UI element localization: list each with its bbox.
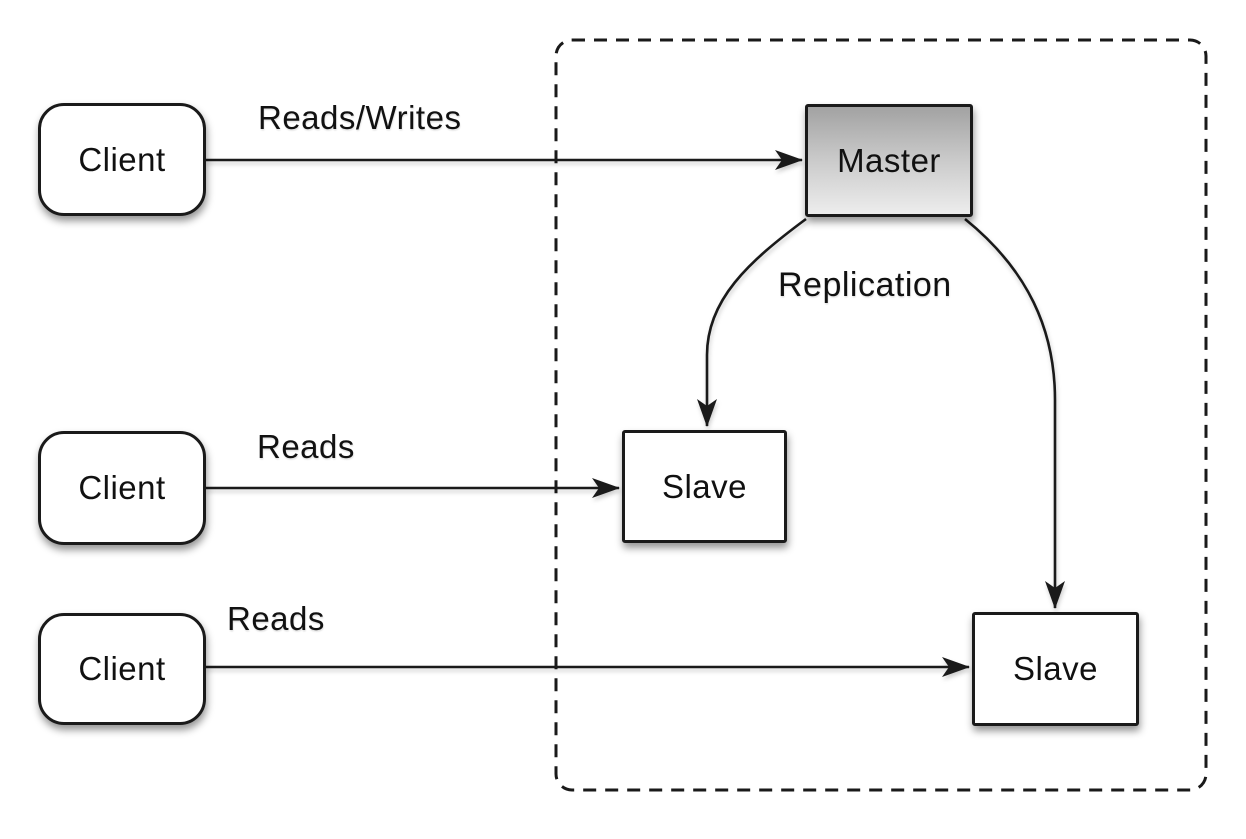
node-slave-1: Slave [622,430,787,543]
node-client-3: Client [38,613,206,725]
edge-master-to-slave2 [964,217,1065,609]
replication-boundary [554,38,1208,792]
edge-label-reads-slave1: Reads [257,428,355,465]
node-client-2: Client [38,431,206,545]
node-client-1: Client [38,103,206,216]
edge-label-reads-slave2: Reads [227,600,325,637]
node-slave-2: Slave [972,612,1139,726]
node-master: Master [805,104,973,217]
edge-master-to-slave1 [697,217,807,427]
edge-label-replication: Replication [778,266,952,304]
edge-label-reads-writes: Reads/Writes [258,99,462,136]
